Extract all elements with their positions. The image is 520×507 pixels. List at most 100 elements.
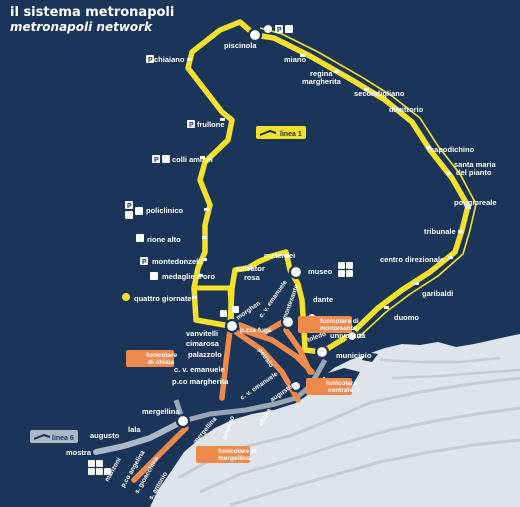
bus-icon	[150, 272, 158, 280]
tick-regina-margherita	[334, 70, 339, 73]
station-augusteo[interactable]	[289, 379, 303, 393]
label-medaglie-doro: medaglie d'oro	[162, 272, 215, 281]
parking-icon	[152, 155, 160, 163]
label-augusto: augusto	[90, 431, 120, 440]
train-icon	[259, 129, 277, 136]
label-museo: museo	[308, 267, 333, 276]
label-cimarosa: cimarosa	[186, 339, 220, 348]
tick-frullone	[220, 118, 225, 121]
label-chiaiano: chiaiano	[154, 55, 185, 64]
station-mergellina[interactable]	[175, 413, 191, 429]
bus-icon	[162, 155, 170, 163]
station-montesanto[interactable]	[280, 314, 296, 330]
label-di-vittorio: di vittorio	[389, 105, 424, 114]
label-tribunale: tribunale	[424, 227, 456, 236]
title-en: metronapoli network	[10, 20, 153, 34]
station-vanvitelli[interactable]	[224, 318, 240, 334]
label-regina: regina	[310, 69, 333, 78]
parking-icon	[140, 257, 148, 265]
tick-secondigliano	[364, 88, 369, 91]
label-capodichino: capodichino	[430, 145, 475, 154]
label-vanvitelli: vanvitelli	[186, 329, 218, 338]
label-del-pianto: del pianto	[456, 168, 492, 177]
tick-poggioreale	[466, 206, 471, 209]
line-1-track	[259, 27, 477, 339]
label-centro-direzionale: centro direzionale	[380, 255, 444, 264]
station-piscinola[interactable]	[247, 27, 263, 43]
ferry-icon	[96, 468, 103, 475]
tick-montedonzelli	[202, 258, 207, 261]
svg-text:centrale: centrale	[328, 387, 353, 394]
label-poggioreale: poggioreale	[454, 198, 497, 207]
station-ticks	[187, 54, 471, 309]
bus-icon	[264, 25, 272, 33]
museum-icon	[338, 262, 345, 269]
parking-icon	[220, 310, 227, 317]
line-6-badge[interactable]: linea 6	[30, 430, 78, 443]
funicolare-chiaia-badge[interactable]: funicolare di chiaia	[126, 350, 177, 367]
tick-santa-maria	[446, 172, 451, 175]
label-mergellina: mergellina	[142, 407, 180, 416]
label-materdei: materdei	[264, 251, 295, 260]
bus-icon	[338, 270, 345, 277]
label-rione-alto: rione alto	[147, 235, 181, 244]
tick-garibaldi	[414, 282, 419, 285]
label-lala: lala	[128, 425, 141, 434]
station-municipio[interactable]	[314, 344, 330, 360]
label-quattro-giornate: quattro giornate	[134, 294, 192, 303]
label-salvator: salvator	[236, 264, 265, 273]
sea	[150, 334, 520, 507]
tick-medaglie-doro	[198, 274, 203, 277]
service-icons: P P P P P P	[88, 25, 353, 475]
funicolare-centrale-badge[interactable]: funicolare centrale	[306, 378, 357, 395]
tick-duomo	[384, 306, 389, 309]
bus-icon	[135, 207, 143, 215]
bus-icon	[346, 262, 353, 269]
label-rosa: rosa	[244, 273, 261, 282]
label-dante: dante	[313, 295, 333, 304]
svg-text:P: P	[142, 259, 147, 266]
interchange-icon	[122, 293, 130, 301]
tick-quattro-giornate	[192, 296, 197, 299]
svg-text:funicolare di: funicolare di	[320, 318, 359, 325]
svg-text:P: P	[148, 57, 153, 64]
svg-text:P: P	[277, 27, 282, 34]
train-icon	[33, 433, 51, 440]
label-santa-maria: santa maria	[454, 160, 497, 169]
tick-centro-direzionale	[448, 256, 453, 259]
tick-salvator-rosa	[248, 266, 253, 269]
bus-icon	[285, 25, 293, 33]
svg-text:P: P	[189, 122, 194, 129]
line-1-badge[interactable]: linea 1	[256, 126, 306, 139]
parking-icon	[146, 55, 154, 63]
svg-text:funicolare: funicolare	[146, 352, 177, 359]
funicolare-montesanto-badge[interactable]: funicolare di montesanto	[298, 316, 359, 333]
svg-text:P: P	[127, 203, 132, 210]
svg-text:funicolare: funicolare	[326, 380, 357, 387]
label-duomo: duomo	[394, 313, 419, 322]
label-secondigliano: secondigliano	[354, 89, 405, 98]
label-montedonzelli: montedonzelli	[152, 257, 202, 266]
line-6-label: linea 6	[52, 435, 74, 442]
station-museo[interactable]	[288, 264, 304, 280]
title-it: il sistema metronapoli	[10, 5, 174, 20]
parking-icon	[125, 201, 133, 209]
bus-icon	[125, 211, 133, 219]
line-1-label: linea 1	[280, 131, 302, 138]
bus-icon	[96, 460, 103, 467]
tick-chiaiano	[187, 58, 192, 61]
svg-text:P: P	[154, 157, 159, 164]
bus-icon	[232, 306, 239, 313]
parking-icon	[88, 468, 95, 475]
tick-materdei	[284, 254, 289, 257]
svg-text:mergellina: mergellina	[218, 455, 251, 462]
label-policlinico: policlinico	[146, 206, 184, 215]
parking-icon	[187, 120, 195, 128]
bus-icon	[104, 468, 111, 475]
funicolare-mergellina-badge[interactable]: funicolare di mergellina	[196, 446, 257, 463]
line-1-spur	[192, 285, 235, 327]
bus-icon	[136, 234, 144, 242]
label-colli-aminei: colli aminei	[172, 155, 213, 164]
